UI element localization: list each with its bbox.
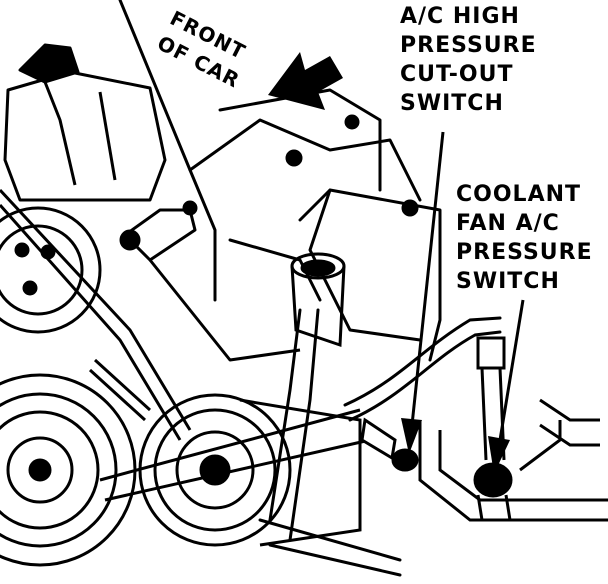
- drive-belt: [0, 188, 192, 441]
- callout-line: PRESSURE: [400, 33, 537, 58]
- callout-coolant-fan-ac-pressure-switch: COOLANT FAN A/C PRESSURE SWITCH: [456, 180, 593, 296]
- pulley-upper: [0, 206, 102, 334]
- callout-line: CUT-OUT: [400, 62, 514, 87]
- engine-block: [118, 0, 442, 362]
- front-of-car-arrow: [268, 52, 343, 110]
- callout-line: SWITCH: [400, 91, 504, 116]
- high-pressure-switch: [360, 417, 419, 472]
- callout-line: FAN A/C: [456, 211, 560, 236]
- callout-line: PRESSURE: [456, 240, 593, 265]
- thermostat-housing: [290, 252, 346, 348]
- callout-line: COOLANT: [456, 182, 582, 207]
- leader-lines: [410, 131, 525, 441]
- callout-ac-high-pressure-cutout-switch: A/C HIGH PRESSURE CUT-OUT SWITCH: [400, 2, 537, 118]
- refrigerant-lines: [258, 308, 502, 577]
- callout-line: A/C HIGH: [400, 4, 520, 29]
- callout-line: SWITCH: [456, 269, 560, 294]
- coolant-fan-switch: [473, 336, 513, 521]
- mounting-bracket: [99, 208, 371, 502]
- coolant-reservoir: [3, 43, 167, 202]
- leader-arrowheads: [401, 418, 510, 474]
- accumulator-pipes: [418, 398, 608, 522]
